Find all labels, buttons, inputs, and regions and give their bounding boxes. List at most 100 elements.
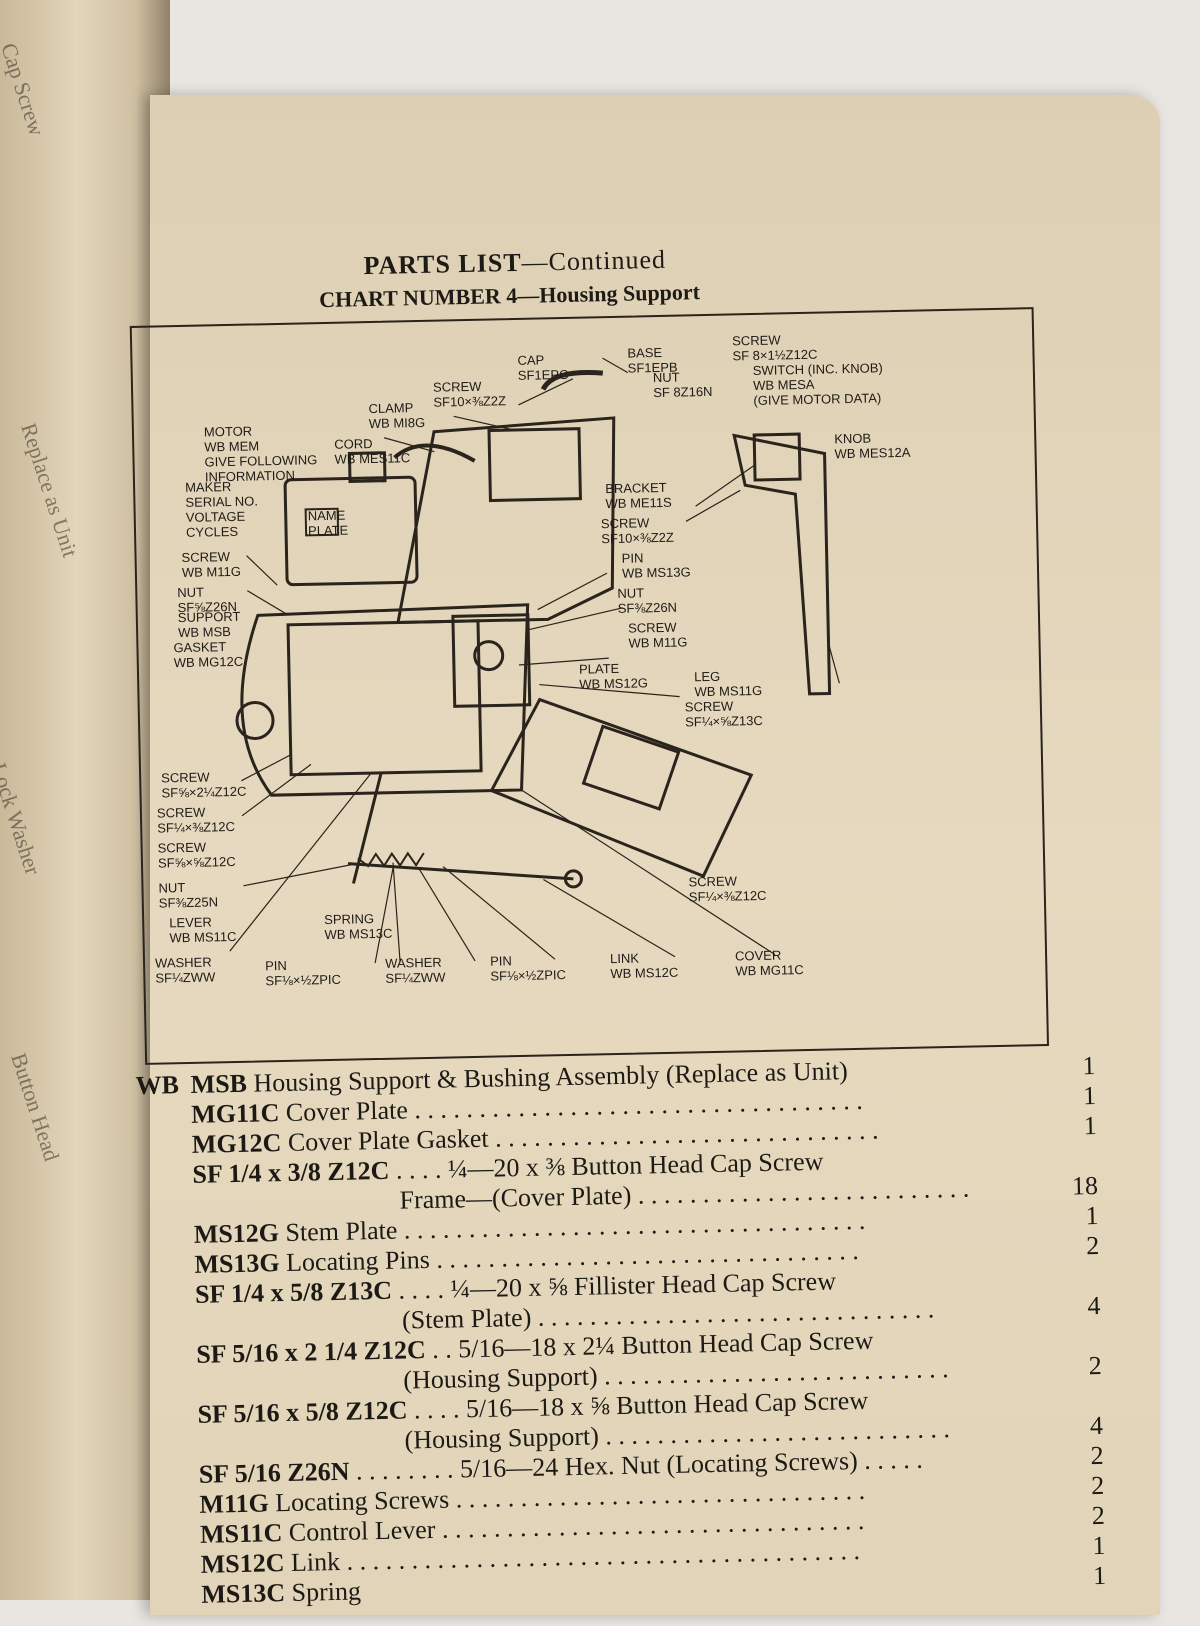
diagram-label-nut-l5: SF⅜Z25N <box>159 894 219 910</box>
diagram-label-plate: WB MS12G <box>579 675 648 691</box>
diagram-label-screw-left1: SCREW <box>181 549 230 565</box>
part-code: MS13C <box>200 1578 286 1609</box>
part-quantity: 2 <box>1088 1350 1103 1381</box>
part-prefix <box>137 1153 192 1154</box>
diagram-label-leg: LEG <box>694 669 720 685</box>
part-prefix <box>136 1123 191 1124</box>
diagram-label-cord: WB MES11C <box>334 450 410 467</box>
part-prefix: WB <box>135 1070 180 1101</box>
part-prefix <box>144 1483 199 1484</box>
part-prefix <box>143 1453 198 1454</box>
motor-cap <box>347 451 387 484</box>
diagram-label-washer1: SF¼ZWW <box>155 969 216 985</box>
diagram-label-knob: KNOB <box>834 431 871 447</box>
diagram-label-base: SF1EPB <box>628 360 678 376</box>
diagram-label-screw-plate: SF¼×⅝Z13C <box>685 713 763 730</box>
diagram-label-screw-left1: WB M11G <box>182 564 241 580</box>
gasket-outline <box>240 603 530 797</box>
left-page-edge: Cap Screw Replace as Unit Lock Washer Bu… <box>0 0 170 1600</box>
diagram-label-screw-bracket: SCREW <box>601 515 650 531</box>
document-page: PARTS LIST—Continued CHART NUMBER 4—Hous… <box>129 95 1160 1615</box>
diagram-label-spring: SPRING <box>324 911 374 927</box>
diagram-label-lever: LEVER <box>169 914 212 930</box>
part-code: SF 5/16 x 5/8 Z12C <box>197 1395 408 1429</box>
diagram-label-gasket: GASKET <box>173 639 226 655</box>
diagram-label-pin1: SF⅛×½ZPIC <box>265 972 341 989</box>
diagram-label-clamp: WB MI8G <box>369 415 426 431</box>
page-title: PARTS LIST—Continued <box>363 244 667 281</box>
diagram-label-leg: WB MS11G <box>694 683 762 699</box>
diagram-label-pin2: PIN <box>490 953 512 968</box>
part-quantity: 4 <box>1087 1290 1101 1321</box>
diagram-label-nut-top: NUT <box>653 370 680 386</box>
diagram-label-nut-l5: NUT <box>158 880 185 896</box>
cover-plate <box>286 619 483 777</box>
diagram-label-clamp: CLAMP <box>368 400 413 416</box>
diagram-label-nameplate: PLATE <box>308 523 349 539</box>
diagram-label-washer1: WASHER <box>155 954 212 970</box>
part-quantity: 1 <box>1092 1530 1106 1561</box>
diagram-label-support: SUPPORT <box>178 609 241 625</box>
part-quantity: 2 <box>1090 1470 1105 1501</box>
diagram-label-gasket: WB MG12C <box>174 654 244 670</box>
diagram-label-washer2: SF¼ZWW <box>385 970 446 986</box>
diagram-label-nut-mid: SF⅜Z26N <box>618 600 678 616</box>
part-code: SF 5/16 x 2 1/4 Z12C <box>195 1335 426 1369</box>
part-code: MG12C <box>191 1128 282 1159</box>
diagram-label-screw-plate: SCREW <box>685 698 734 714</box>
diagram-label-bracket: WB ME11S <box>605 495 672 511</box>
diagram-label-link: WB MS12C <box>610 965 678 981</box>
part-prefix <box>140 1273 195 1274</box>
part-prefix <box>141 1333 196 1334</box>
diagram-label-pin-top: WB MS13G <box>622 564 691 580</box>
part-description: Spring <box>291 1576 362 1607</box>
stem-plate <box>451 613 532 708</box>
nameplate <box>304 507 340 537</box>
diagram-label-lever: WB MS11C <box>169 929 236 945</box>
switch-box <box>487 427 582 503</box>
diagram-label-screw-clamp: SF10×⅜Z2Z <box>433 393 506 410</box>
part-prefix <box>146 1573 201 1574</box>
diagram-label-screw-l4: SCREW <box>158 840 207 856</box>
part-prefix <box>143 1423 198 1424</box>
diagram-label-switch: WB MESA <box>753 377 815 393</box>
link <box>347 862 574 881</box>
part-prefix <box>138 1183 193 1184</box>
diagram-label-nut-top: SF 8Z16N <box>653 384 713 400</box>
part-code: SF 1/4 x 5/8 Z13C <box>194 1275 393 1309</box>
diagram-label-screw-l3: SCREW <box>157 805 206 821</box>
diagram-label-screw-bottom: SCREW <box>688 873 737 889</box>
part-quantity: 2 <box>1090 1440 1104 1471</box>
diagram-label-cover: COVER <box>735 948 782 964</box>
part-quantity: 2 <box>1085 1230 1100 1261</box>
part-prefix <box>141 1363 196 1364</box>
diagram-label-pin2: SF⅛×½ZPIC <box>490 967 566 984</box>
diagram-label-switch: (GIVE MOTOR DATA) <box>753 390 881 408</box>
spring <box>357 851 425 868</box>
diagram-label-screw-l2: SF⅝×2¼Z12C <box>161 784 246 801</box>
part-quantity: 1 <box>1082 1080 1097 1111</box>
diagram-label-cap: SF1EPC <box>518 367 569 383</box>
diagram-label-nut-mid: NUT <box>617 585 644 601</box>
diagram-label-cap: CAP <box>517 352 544 368</box>
diagram-label-screw-l3: SF¼×⅜Z12C <box>157 819 235 836</box>
part-prefix <box>139 1243 194 1244</box>
diagram-label-pin-top: PIN <box>622 550 644 565</box>
part-quantity: 1 <box>1085 1200 1099 1231</box>
leg <box>732 433 832 696</box>
diagram-label-nameplate: NAME <box>308 508 346 524</box>
diagram-label-screw-top: SCREW <box>732 332 781 348</box>
part-code: MS12C <box>200 1548 285 1579</box>
chart-title: CHART NUMBER 4—Housing Support <box>318 279 701 313</box>
part-quantity: 1 <box>1092 1560 1107 1591</box>
diagram-label-cover: WB MG11C <box>735 962 804 978</box>
part-code: SF 5/16 Z26N <box>198 1456 350 1489</box>
part-prefix <box>142 1393 197 1394</box>
part-code: MS13G <box>194 1248 280 1279</box>
diagram-label-nameplate-fields: CYCLES <box>186 524 239 540</box>
motor-body <box>283 475 419 587</box>
diagram-label-cord: CORD <box>334 436 373 452</box>
